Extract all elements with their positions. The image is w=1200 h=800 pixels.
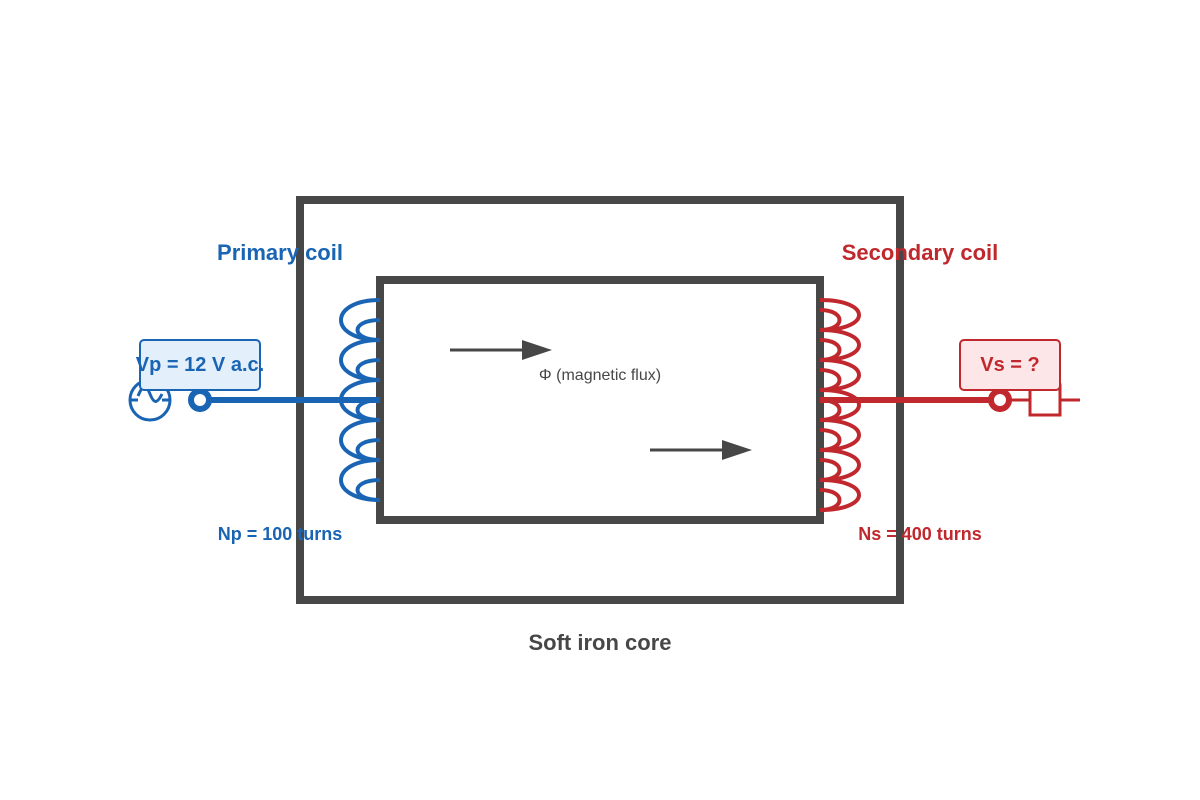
secondary-terminal [988, 388, 1012, 412]
secondary-coil-title: Secondary coil [842, 240, 999, 265]
secondary-voltage-label: Vs = ? [980, 354, 1039, 376]
secondary-voltage-box [959, 339, 1061, 391]
secondary-turns-label: Ns = 400 turns [858, 524, 982, 544]
core-outer [296, 196, 904, 604]
flux-arrow-icon [450, 340, 552, 360]
primary-coil-title: Primary coil [217, 240, 343, 265]
core-inner [376, 276, 824, 524]
primary-voltage-label: Vp = 12 V a.c. [136, 354, 264, 376]
flux-label: Φ (magnetic flux) [539, 367, 661, 384]
primary-turns-label: Np = 100 turns [218, 524, 343, 544]
core-label: Soft iron core [528, 630, 671, 655]
primary-terminal [188, 388, 212, 412]
secondary-coil [819, 298, 861, 512]
primary-voltage-box [139, 339, 261, 391]
flux-arrow-icon [650, 440, 752, 460]
